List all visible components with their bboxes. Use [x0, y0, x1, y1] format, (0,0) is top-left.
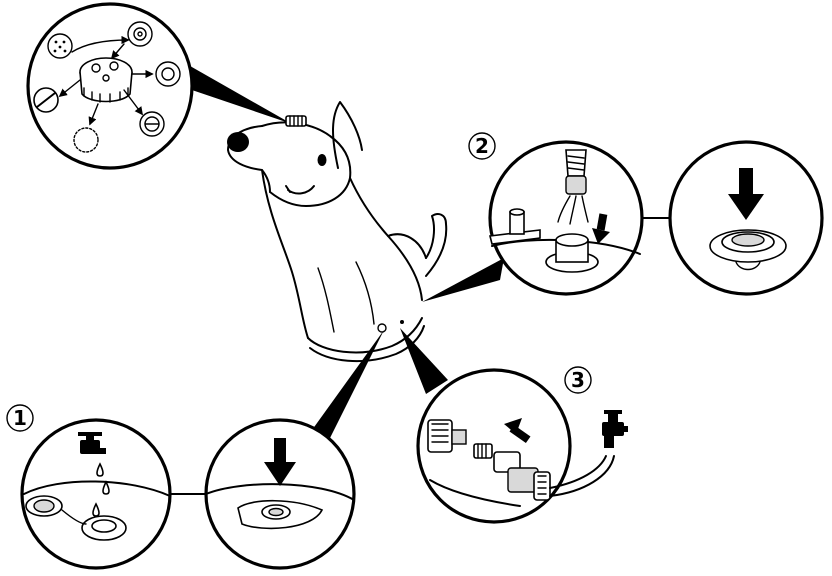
step-3-badge — [564, 366, 592, 394]
step-1-detail-left — [20, 418, 172, 570]
garden-hose-icon — [557, 149, 589, 225]
dial-cap — [285, 115, 307, 127]
pattern-circle-icon — [155, 61, 181, 87]
step-2-arrow-icon — [592, 213, 610, 244]
hose-connector-icon — [427, 419, 551, 501]
pattern-mist-icon — [47, 33, 73, 59]
dog-sprinkler — [227, 101, 448, 363]
faucet-icon — [602, 410, 628, 448]
step-2-number: 2 — [475, 134, 489, 158]
dial-pattern-callout — [26, 2, 194, 170]
callout-wedge-step1 — [312, 330, 384, 438]
dog-eye — [317, 154, 327, 166]
step-3: 3 — [416, 366, 628, 524]
pattern-ring-icon — [127, 21, 153, 47]
down-arrow-icon — [728, 168, 764, 220]
callout-wedge-dial — [176, 58, 292, 124]
pattern-shower-icon — [73, 127, 99, 153]
spray-pattern-dial-icon — [79, 57, 133, 103]
step-1-badge — [6, 404, 34, 432]
step-1: 1 — [6, 404, 356, 570]
callout-wedge-step2 — [422, 258, 504, 302]
step-2: 2 — [468, 132, 824, 296]
pattern-jet-icon — [139, 111, 165, 137]
step-3-number: 3 — [571, 368, 585, 392]
step-3-arrow-icon — [504, 418, 531, 444]
down-arrow-icon — [264, 438, 296, 486]
step-2-detail-left — [488, 140, 644, 296]
pattern-flat-icon — [33, 87, 59, 113]
step-2-badge — [468, 132, 496, 160]
step-1-number: 1 — [13, 406, 27, 430]
faucet-icon — [78, 432, 106, 454]
